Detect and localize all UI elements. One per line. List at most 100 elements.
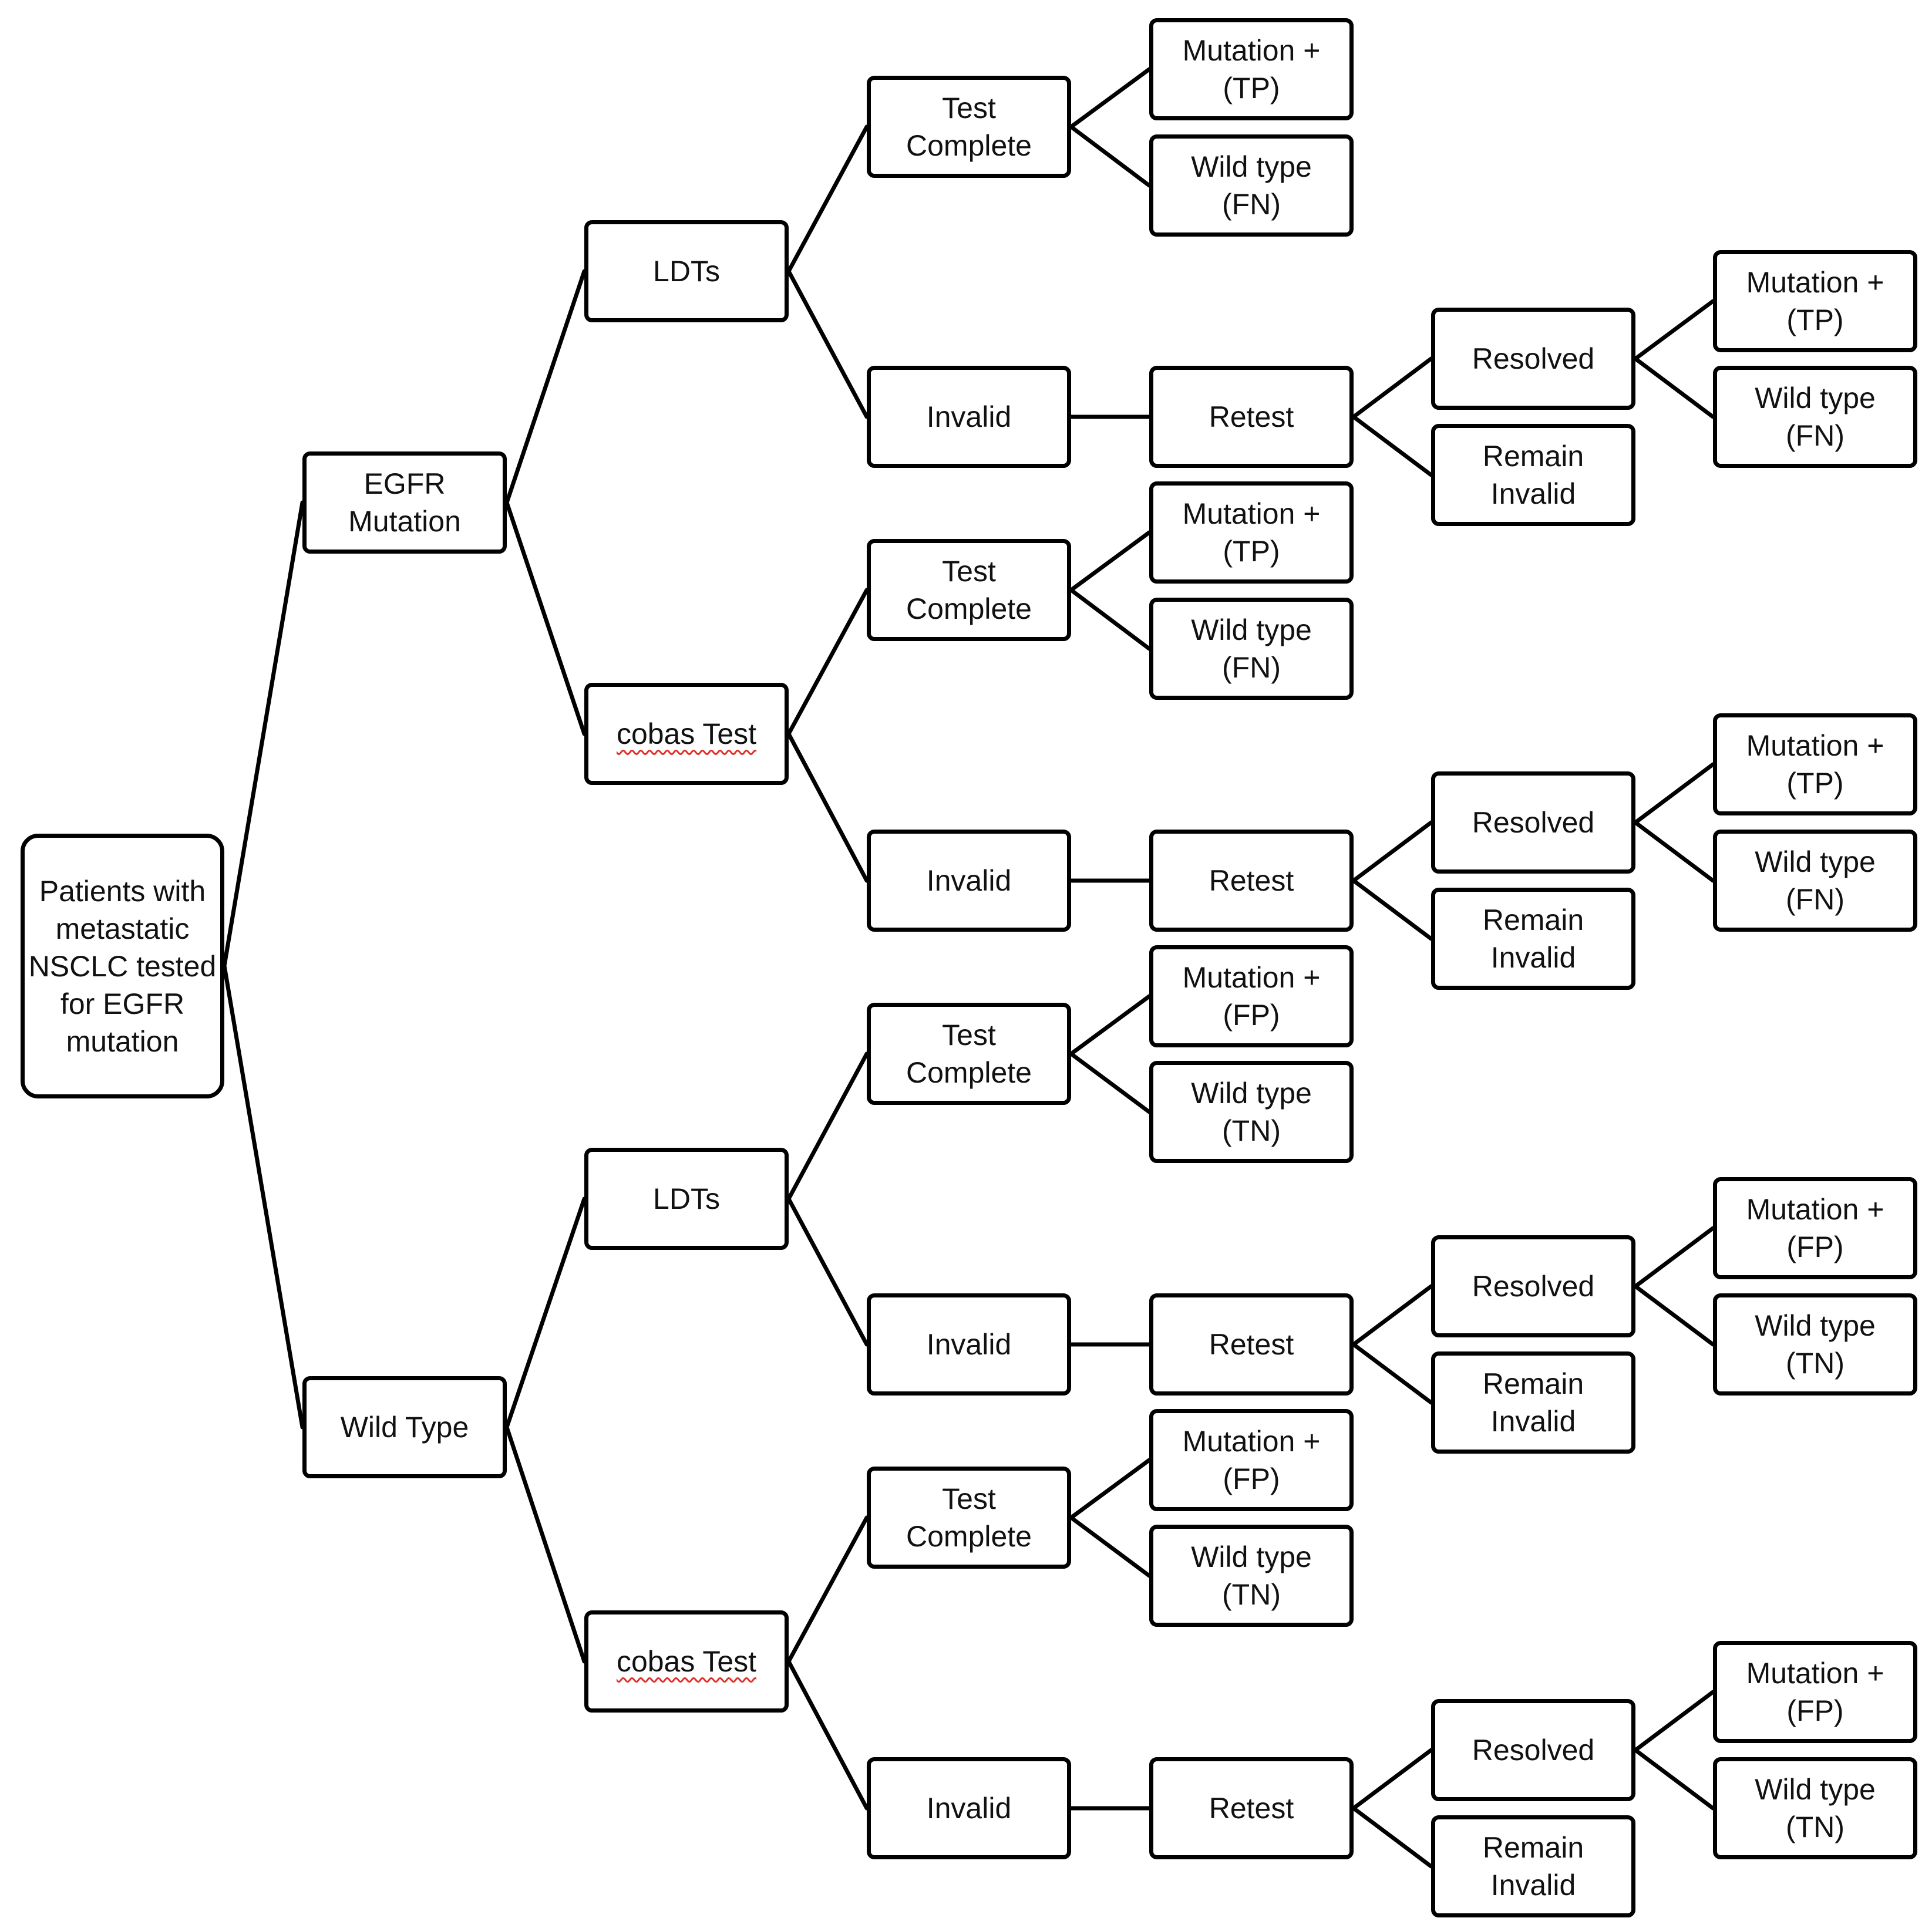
connector-line [1069,530,1152,592]
connector-line [786,1196,869,1347]
outcome-wild-type-label: Wild type (TN) [1755,1773,1876,1843]
outcome-wild-type-label: Wild type (TN) [1755,1309,1876,1380]
wild-type-label: Wild Type [340,1411,469,1444]
invalid-label: Invalid [926,1328,1012,1361]
connector-line [1351,1284,1433,1347]
retest-node: Retest [1149,830,1354,932]
resolved-node: Resolved [1431,308,1635,410]
outcome-wild-type-node: Wild type (FN) [1149,598,1354,700]
connector-line [1633,1690,1715,1752]
connector-line [1351,1342,1433,1405]
remain-invalid-node: Remain Invalid [1431,1815,1635,1917]
outcome-wild-type-label: Wild type (FN) [1755,382,1876,452]
connector-line [1069,124,1152,188]
connector-line [1069,1515,1152,1578]
resolved-node: Resolved [1431,1699,1635,1801]
outcome-wild-type-node: Wild type (TN) [1149,1061,1354,1163]
connector-line [1351,820,1433,883]
connector-line [1351,356,1433,419]
outcome-mutation-label: Mutation + (FP) [1746,1657,1884,1727]
outcome-mutation-label: Mutation + (FP) [1182,1425,1321,1495]
outcome-mutation-node: Mutation + (TP) [1713,250,1917,352]
connector-line [504,269,587,505]
outcome-wild-type-node: Wild type (FN) [1713,366,1917,468]
outcome-mutation-label: Mutation + (FP) [1746,1193,1884,1263]
outcome-mutation-label: Mutation + (TP) [1182,34,1321,105]
connector-line [1633,1284,1715,1347]
cobas-test-label: cobas Test [616,717,757,750]
outcome-mutation-label: Mutation + (TP) [1746,266,1884,336]
root-node: Patients with metastatic NSCLC tested fo… [21,834,224,1098]
resolved-node: Resolved [1431,1235,1635,1337]
remain-invalid-label: Remain Invalid [1482,904,1584,974]
cobas-test-node: cobas Test [584,1610,789,1713]
test-complete-label: Test Complete [906,555,1032,625]
remain-invalid-node: Remain Invalid [1431,1351,1635,1454]
connector-line [1633,1226,1715,1289]
ldts-node: LDTs [584,1148,789,1250]
test-complete-label: Test Complete [906,1019,1032,1089]
retest-label: Retest [1209,864,1294,897]
retest-label: Retest [1209,400,1294,433]
resolved-label: Resolved [1472,806,1595,839]
connector-line [1633,762,1715,825]
connector-line [1351,1806,1433,1869]
connector-line [1633,356,1715,419]
connector-line [222,500,305,968]
test-complete-node: Test Complete [867,1003,1071,1105]
connector-line [504,1196,587,1430]
wild-type-node: Wild Type [302,1376,507,1478]
outcome-mutation-label: Mutation + (TP) [1746,729,1884,800]
outcome-wild-type-node: Wild type (TN) [1713,1293,1917,1396]
resolved-label: Resolved [1472,1270,1595,1303]
connector-line [1069,67,1152,129]
connector-line [1069,1051,1152,1114]
invalid-label: Invalid [926,1792,1012,1825]
outcome-mutation-node: Mutation + (FP) [1149,1409,1354,1511]
connector-line [786,124,869,274]
outcome-wild-type-label: Wild type (TN) [1191,1541,1312,1611]
egfr-mutation-label: EGFR Mutation [348,467,461,538]
connector-line [1351,878,1433,941]
connector-line [504,500,587,736]
connector-line [1351,414,1433,477]
resolved-label: Resolved [1472,342,1595,375]
cobas-test-node: cobas Test [584,683,789,785]
connector-line [1633,1748,1715,1811]
outcome-mutation-node: Mutation + (FP) [1149,945,1354,1047]
invalid-label: Invalid [926,400,1012,433]
invalid-label: Invalid [926,864,1012,897]
ldts-node: LDTs [584,220,789,322]
retest-node: Retest [1149,1757,1354,1859]
outcome-wild-type-label: Wild type (TN) [1191,1077,1312,1147]
outcome-wild-type-label: Wild type (FN) [1191,614,1312,684]
test-complete-label: Test Complete [906,92,1032,162]
outcome-mutation-node: Mutation + (TP) [1149,481,1354,584]
invalid-node: Invalid [867,1757,1071,1859]
invalid-node: Invalid [867,830,1071,932]
remain-invalid-node: Remain Invalid [1431,424,1635,526]
outcome-mutation-node: Mutation + (FP) [1713,1641,1917,1743]
test-complete-node: Test Complete [867,539,1071,641]
connector-line [1069,994,1152,1056]
root-label: Patients with metastatic NSCLC tested fo… [28,874,217,1058]
test-complete-node: Test Complete [867,76,1071,178]
egfr-mutation-node: EGFR Mutation [302,451,507,554]
invalid-node: Invalid [867,366,1071,468]
connector-line [786,269,869,419]
outcome-mutation-node: Mutation + (TP) [1149,18,1354,120]
remain-invalid-label: Remain Invalid [1482,1367,1584,1438]
connector-line [1633,299,1715,361]
outcome-mutation-node: Mutation + (FP) [1713,1177,1917,1279]
retest-node: Retest [1149,366,1354,468]
outcome-wild-type-node: Wild type (TN) [1149,1525,1354,1627]
cobas-test-label: cobas Test [616,1645,757,1678]
connector-line [786,1051,869,1201]
connector-line [786,732,869,883]
outcome-mutation-label: Mutation + (TP) [1182,497,1321,568]
ldts-label: LDTs [653,255,720,288]
remain-invalid-label: Remain Invalid [1482,440,1584,510]
remain-invalid-node: Remain Invalid [1431,888,1635,990]
connector-line [504,1425,587,1664]
retest-label: Retest [1209,1792,1294,1825]
